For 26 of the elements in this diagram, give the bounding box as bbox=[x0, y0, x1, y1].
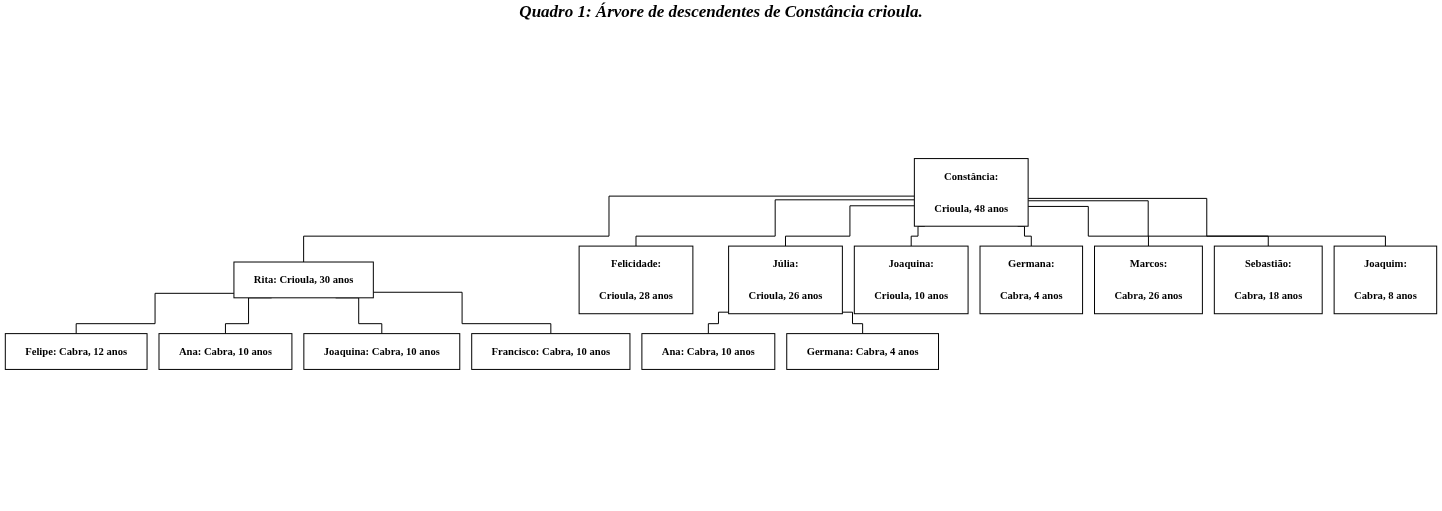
diagram-title: Quadro 1: Árvore de descendentes de Constância crioula. bbox=[518, 2, 924, 22]
node-box: Sebastião: Cabra, 18 anos bbox=[1213, 245, 1323, 315]
connector bbox=[785, 205, 915, 247]
node-box: Joaquim: Cabra, 8 anos bbox=[1333, 245, 1438, 315]
connector bbox=[372, 291, 552, 335]
node-box: Marcos: Cabra, 26 anos bbox=[1094, 245, 1203, 315]
node-box: Rita: Crioula, 30 anos bbox=[233, 261, 374, 299]
connector bbox=[1027, 197, 1386, 247]
node-box: Felipe: Cabra, 12 anos bbox=[4, 333, 148, 370]
connector bbox=[75, 292, 235, 335]
node-box: Felicidade: Crioula, 28 anos bbox=[578, 245, 694, 315]
connector bbox=[303, 195, 915, 263]
node-box: Germana: Cabra, 4 anos bbox=[979, 245, 1084, 315]
node-box: Joaquina: Cabra, 10 anos bbox=[303, 333, 461, 370]
node-box: Ana: Cabra, 10 anos bbox=[158, 333, 293, 370]
connector bbox=[841, 311, 864, 335]
node-box: Constância: Crioula, 48 anos bbox=[913, 158, 1029, 227]
node-box: Germana: Cabra, 4 anos bbox=[786, 333, 939, 370]
connector bbox=[707, 311, 730, 335]
node-box: Francisco: Cabra, 10 anos bbox=[471, 333, 631, 370]
connector bbox=[1027, 205, 1149, 247]
connector bbox=[1027, 200, 1269, 247]
node-box: Ana: Cabra, 10 anos bbox=[641, 333, 776, 370]
node-box: Júlia: Crioula, 26 anos bbox=[728, 245, 843, 315]
connector bbox=[635, 199, 915, 247]
node-box: Joaquina: Crioula, 10 anos bbox=[853, 245, 969, 315]
